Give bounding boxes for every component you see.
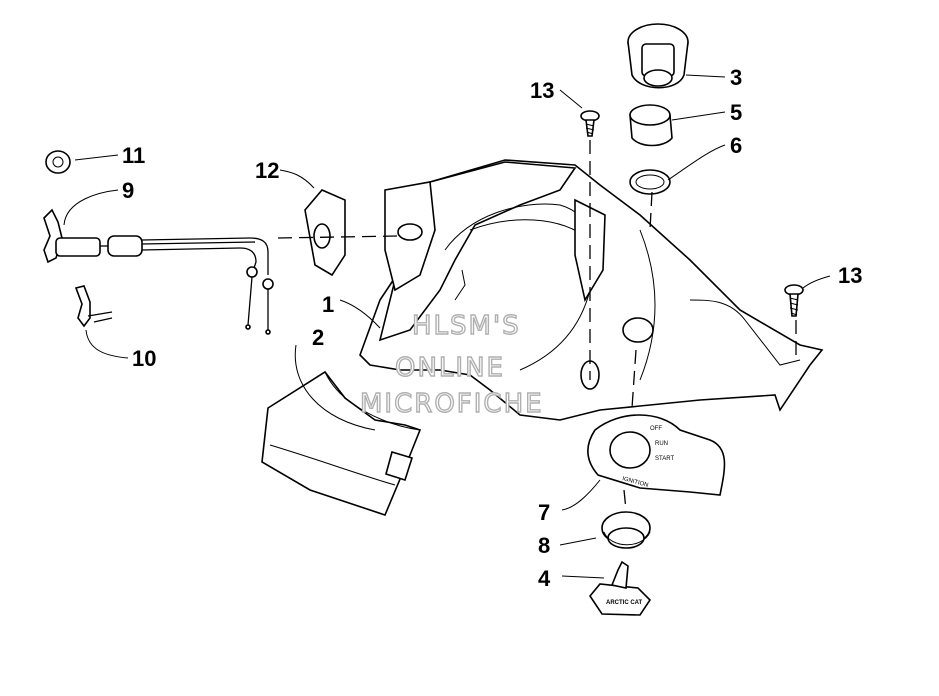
watermark-line-3: MICROFICHE xyxy=(360,389,544,419)
callout-3: 3 xyxy=(730,65,742,90)
watermark-line-1: HLSM'S xyxy=(412,311,521,341)
callout-8: 8 xyxy=(538,533,550,558)
lock-washer xyxy=(629,169,671,195)
screw-right xyxy=(784,284,804,317)
decal-start-text: START xyxy=(655,456,674,462)
callout-10: 10 xyxy=(132,346,156,371)
decal-off-text: OFF xyxy=(650,426,662,432)
callout-13-top: 13 xyxy=(530,78,554,103)
callout-1: 1 xyxy=(322,292,334,317)
ignition-key: ARCTIC CAT xyxy=(589,560,652,616)
decal-run-text: RUN xyxy=(655,441,668,447)
callout-labels: 1 2 3 4 5 6 7 8 9 10 11 12 13 13 xyxy=(122,65,862,591)
switch-bezel xyxy=(601,511,651,549)
callout-4: 4 xyxy=(538,566,551,591)
spacer-washer xyxy=(45,150,71,174)
grommet-plate xyxy=(304,189,346,277)
throttle-cable xyxy=(43,208,274,335)
leader-lines xyxy=(63,74,831,579)
ignition-decal: IGNITION OFF RUN START xyxy=(587,414,726,496)
ignition-switch xyxy=(627,23,689,89)
console-housing xyxy=(359,159,824,421)
callout-2: 2 xyxy=(312,325,324,350)
screw-top xyxy=(580,110,600,137)
brake-lever xyxy=(74,285,113,328)
key-logo-text: ARCTIC CAT xyxy=(606,600,643,606)
callout-5: 5 xyxy=(730,100,742,125)
watermark: HLSM'S ONLINE MICROFICHE xyxy=(359,310,544,419)
switch-nut xyxy=(629,104,673,147)
lower-panel xyxy=(261,370,422,516)
callout-11: 11 xyxy=(122,143,145,168)
callout-13-right: 13 xyxy=(838,263,862,288)
watermark-line-2: ONLINE xyxy=(395,353,505,383)
callout-6: 6 xyxy=(730,133,742,158)
callout-12: 12 xyxy=(255,158,279,183)
callout-7: 7 xyxy=(538,500,550,525)
callout-9: 9 xyxy=(122,178,134,203)
